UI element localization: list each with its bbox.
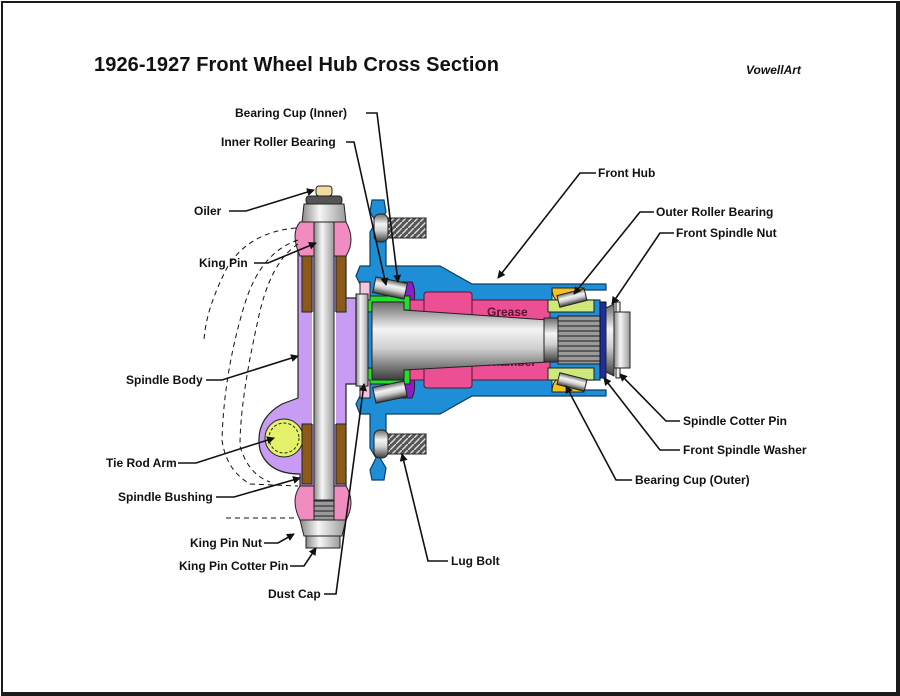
label-front-spindle-washer: Front Spindle Washer: [683, 443, 807, 457]
king-pin-nut: [299, 519, 347, 537]
front-spindle-washer: [599, 301, 607, 379]
front-spindle-nut-castle: [613, 311, 631, 369]
spindle-bushing-lower-right: [335, 423, 347, 485]
inner-roller-bottom: [372, 380, 408, 404]
label-outer-roller-bearing: Outer Roller Bearing: [656, 205, 774, 219]
spindle-cotter-pin-top: [615, 301, 621, 313]
spindle-bushing-upper-right: [335, 255, 347, 313]
king-pin-head: [301, 203, 347, 223]
label-oiler: Oiler: [194, 204, 222, 218]
spindle-shaft: [355, 293, 603, 387]
lug-bolt-lower: [373, 429, 427, 459]
leader-lines: [178, 112, 680, 595]
label-spindle-body: Spindle Body: [126, 373, 203, 387]
page-title: 1926-1927 Front Wheel Hub Cross Section: [94, 54, 500, 76]
label-king-pin-cotter-pin: King Pin Cotter Pin: [179, 559, 289, 573]
label-bearing-cup-outer: Bearing Cup (Outer): [635, 473, 750, 487]
dashed-outline: [203, 227, 299, 519]
king-pin-cotter-pin: [305, 535, 341, 549]
artist-credit: VowellArt: [746, 63, 801, 77]
label-dust-cap: Dust Cap: [268, 587, 321, 601]
lug-bolt-upper: [373, 213, 427, 243]
king-pin: [313, 203, 335, 521]
label-inner-roller-bearing: Inner Roller Bearing: [221, 135, 336, 149]
label-front-hub: Front Hub: [598, 166, 656, 180]
label-king-pin: King Pin: [199, 256, 248, 270]
grease-text: Grease: [487, 305, 528, 319]
label-spindle-cotter-pin: Spindle Cotter Pin: [683, 414, 788, 428]
label-king-pin-nut: King Pin Nut: [190, 536, 262, 550]
tie-rod-arm: [264, 418, 304, 458]
oiler: [315, 185, 333, 197]
label-lug-bolt: Lug Bolt: [451, 554, 500, 568]
spindle-cotter-pin-bottom: [615, 367, 621, 379]
label-front-spindle-nut: Front Spindle Nut: [676, 226, 777, 240]
front-spindle-nut: [605, 303, 615, 377]
spindle-bushing-lower-left: [301, 423, 313, 485]
spindle-bushing-upper-left: [301, 255, 313, 313]
label-tie-rod-arm: Tie Rod Arm: [106, 456, 177, 470]
label-bearing-cup-inner: Bearing Cup (Inner): [235, 106, 348, 120]
label-spindle-bushing: Spindle Bushing: [118, 490, 213, 504]
